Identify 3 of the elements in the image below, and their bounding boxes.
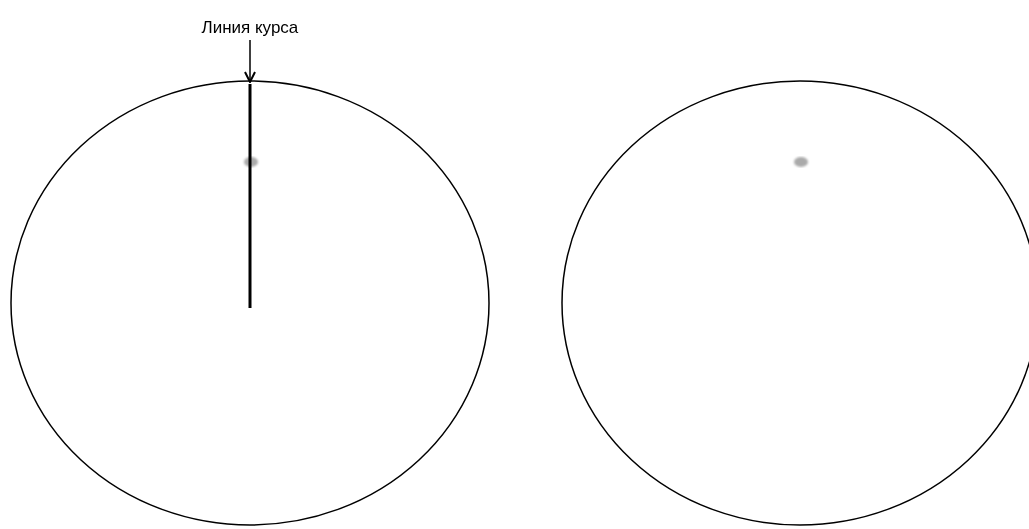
- callout-label: Линия курса: [201, 18, 299, 38]
- course-line: [248, 84, 252, 308]
- leader-arrow: [244, 39, 256, 83]
